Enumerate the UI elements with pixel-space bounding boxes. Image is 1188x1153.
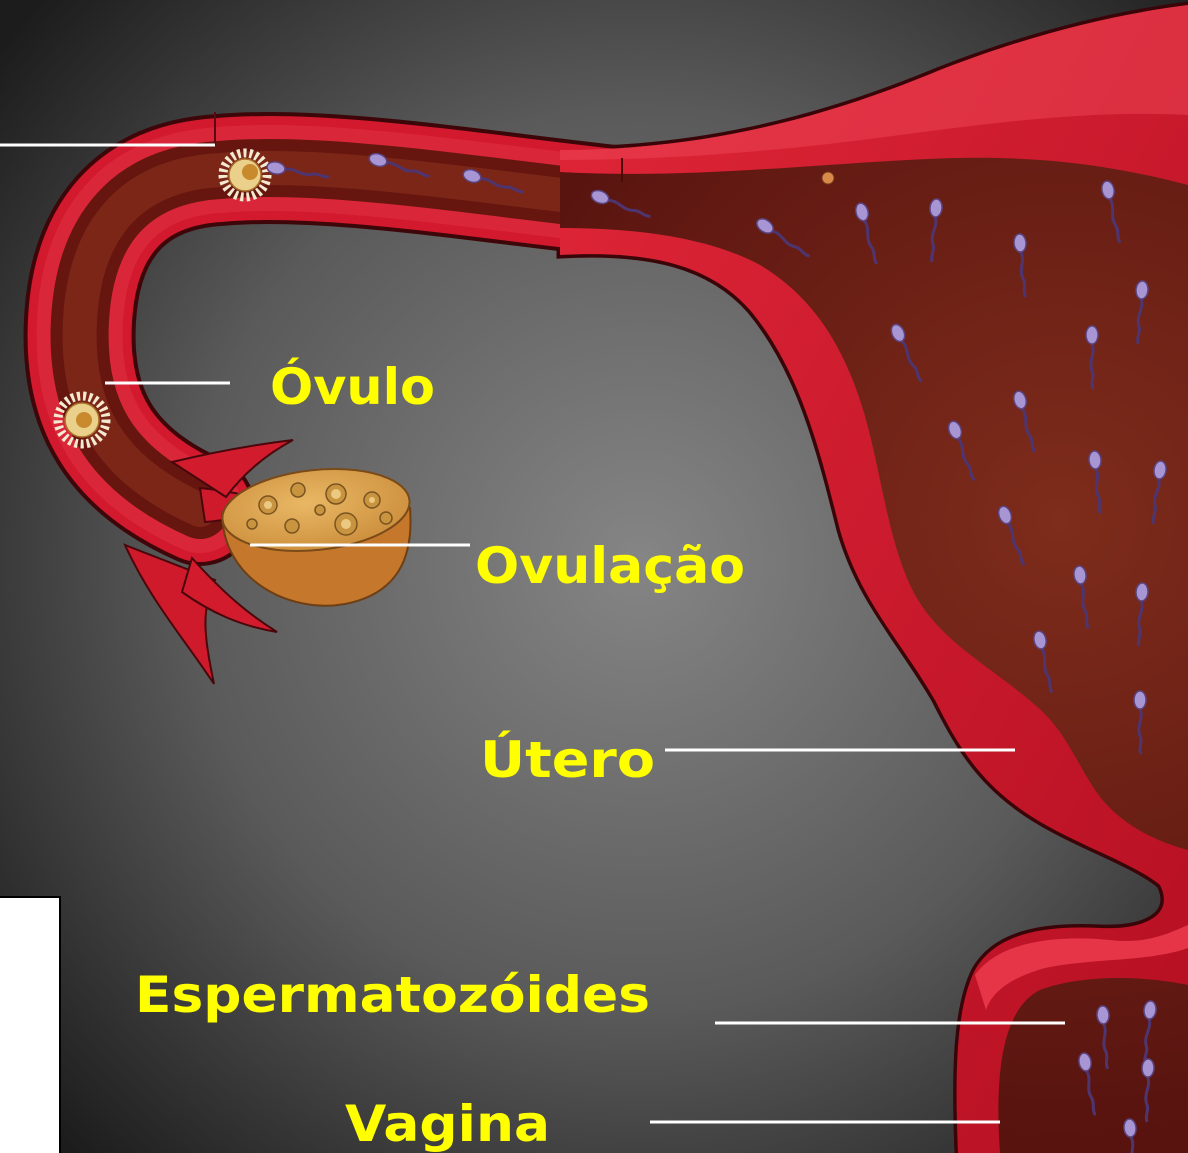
small-cell [822,172,834,184]
follicle [285,519,299,533]
label-utero: Útero [480,730,655,789]
follicle [380,512,392,524]
sperm-head [1086,326,1098,344]
vaginal-canal [998,978,1188,1153]
sperm-head [1134,691,1146,709]
label-vagina: Vagina [345,1095,550,1153]
follicle [315,505,325,515]
label-ovulo: Óvulo [270,357,435,416]
label-ovulacao: Ovulação [475,537,745,595]
label-espermatozoides: Espermatozóides [135,966,650,1024]
white-panel [0,897,60,1153]
sperm-head [1135,583,1148,602]
follicle [291,483,305,497]
sperm-head [1142,1059,1155,1077]
sperm-head [1096,1006,1109,1025]
follicle [247,519,257,529]
